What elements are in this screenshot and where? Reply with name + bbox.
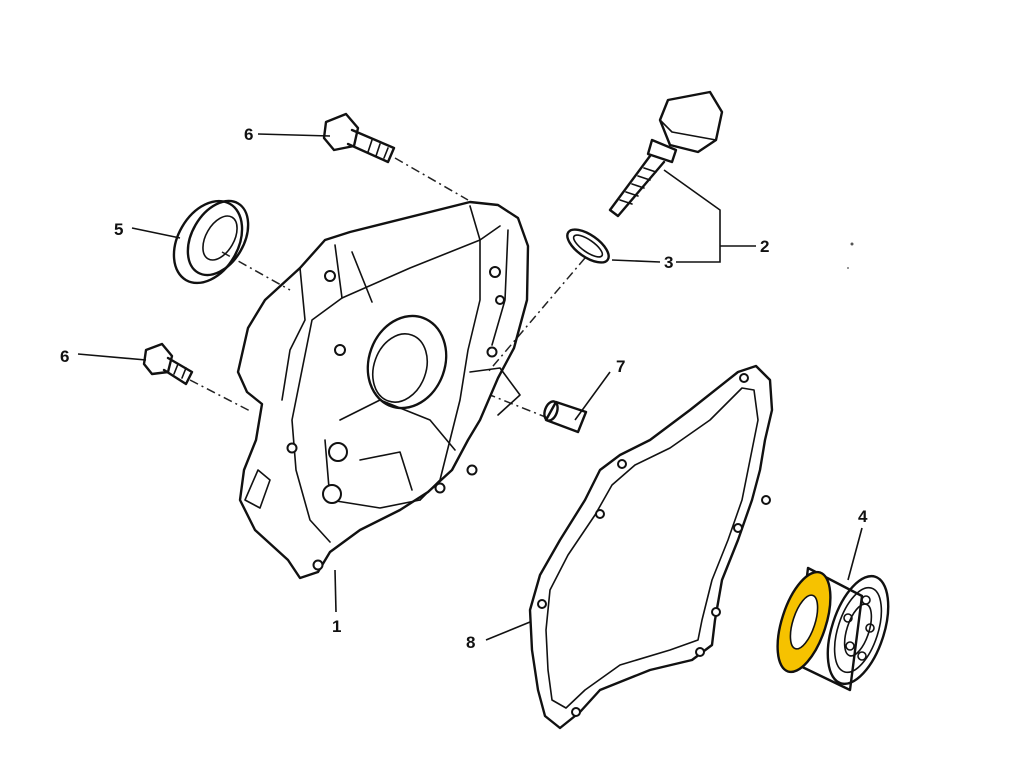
callout-5: 5 [114,220,123,239]
bolt-upper [322,112,396,164]
callout-6-upper: 6 [244,125,253,144]
oil-filler-plug [608,90,724,218]
ball-bearing [776,566,890,692]
o-ring [566,228,610,264]
callout-labels: 6 5 6 3 2 7 1 8 4 [60,125,868,652]
leader-lines [77,133,863,641]
alignment-lines [189,157,586,419]
callout-3: 3 [664,253,673,272]
callout-6-lower: 6 [60,347,69,366]
oil-seal [172,199,250,285]
scan-specks [847,242,854,269]
bolt-lower [142,342,194,386]
gasket [528,364,774,730]
callout-2: 2 [760,237,769,256]
callout-7: 7 [616,357,625,376]
callout-8: 8 [466,633,475,652]
callout-1: 1 [332,617,341,636]
dowel-pin [543,400,588,434]
crankcase-cover [236,200,530,580]
callout-4: 4 [858,507,868,526]
